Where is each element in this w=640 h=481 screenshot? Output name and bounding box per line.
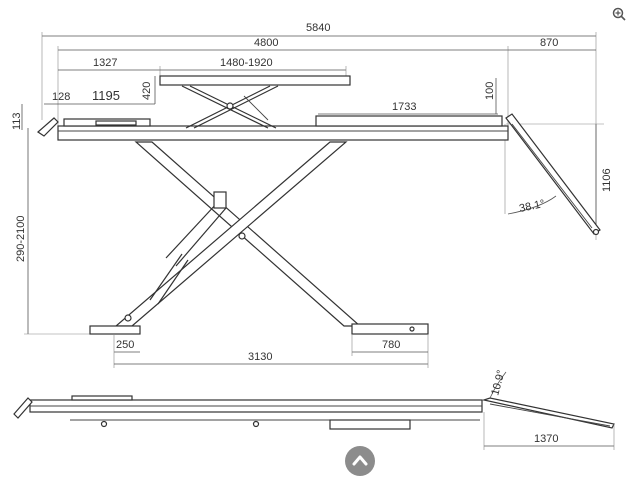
front-plate [37, 117, 59, 137]
dim-aux-height: 420 [141, 76, 156, 104]
dim-ramp-length-top: 870 [508, 37, 596, 51]
dim-foot-left-label: 250 [116, 339, 134, 351]
dim-ramp-step-label: 100 [484, 82, 496, 100]
dim-platform-length: 4800 [57, 37, 509, 128]
dim-foot-right: 780 [351, 334, 428, 356]
main-scissor [114, 141, 362, 327]
dim-lift-height-label: 290-2100 [15, 216, 27, 263]
dim-step-offset: 128 [44, 91, 80, 105]
dim-aux-height-label: 420 [141, 82, 153, 100]
dim-plate-height-label: 113 [11, 112, 23, 130]
dim-ramp-height: 1106 [506, 123, 613, 234]
dim-base-length-label: 3130 [248, 351, 272, 363]
dim-left-offset: 1327 [58, 57, 161, 80]
dim-low-ramp-length-label: 1370 [534, 433, 558, 445]
dim-foot-right-label: 780 [382, 339, 400, 351]
chevron-up-icon [352, 455, 368, 466]
dim-left-offset-label: 1327 [93, 57, 117, 69]
base-foot-right [351, 323, 429, 335]
auxiliary-scissor [159, 75, 351, 129]
rear-ramp [505, 113, 601, 236]
scroll-top-button[interactable] [345, 446, 375, 476]
dim-step-offset-label: 128 [52, 91, 70, 103]
main-platform [57, 115, 509, 141]
dim-foot-left: 250 [113, 334, 140, 368]
dim-rear-plate: 1733 [318, 101, 498, 115]
dim-ramp-length-top-label: 870 [540, 37, 558, 49]
dim-plate-height: 113 [11, 104, 23, 130]
dim-total-length-label: 5840 [306, 22, 330, 34]
dim-rear-plate-label: 1733 [392, 101, 416, 113]
dim-ramp-height-label: 1106 [601, 168, 613, 192]
dim-lift-height: 290-2100 [15, 128, 120, 335]
lowered-ramp [481, 397, 615, 429]
base-foot-left [89, 314, 141, 335]
dim-aux-lift-range-label: 1480-1920 [220, 57, 273, 69]
zoom-icon[interactable] [608, 4, 632, 24]
dim-base-length: 3130 [114, 334, 429, 368]
dim-end-offset: 1195 [80, 88, 155, 105]
dim-low-ramp-angle-label: 10.9° [489, 369, 507, 397]
dim-low-ramp-length: 1370 [483, 412, 615, 450]
dim-aux-lift-range: 1480-1920 [160, 57, 347, 80]
dim-ramp-angle-label: 38.1° [518, 198, 546, 215]
dim-ramp-step: 100 [484, 78, 497, 114]
dim-low-ramp-angle: 10.9° [489, 369, 508, 399]
dim-end-offset-label: 1195 [92, 88, 120, 103]
lowered-platform [13, 395, 483, 430]
dim-platform-length-label: 4800 [254, 37, 278, 49]
